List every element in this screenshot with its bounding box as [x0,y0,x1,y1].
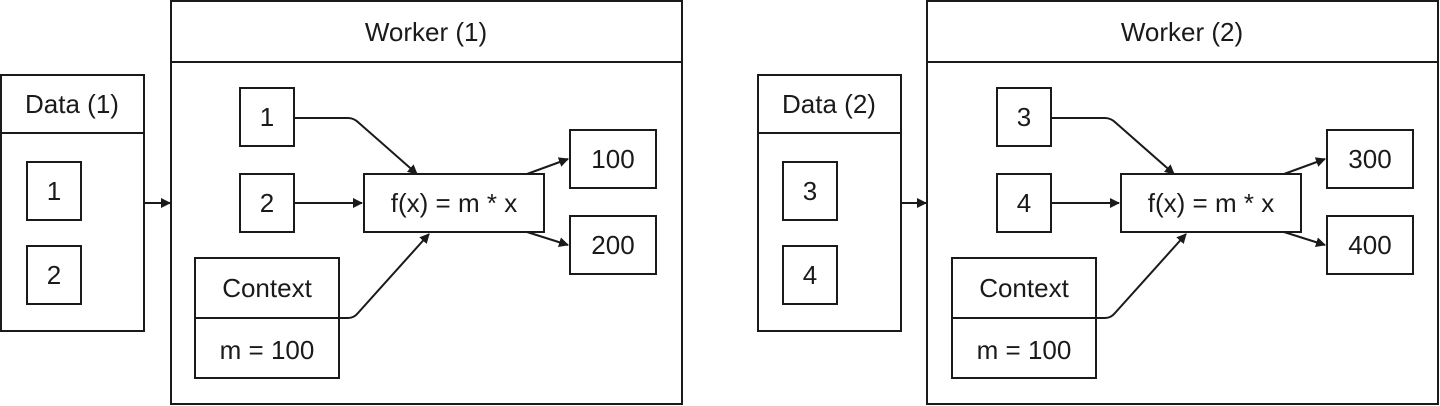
output-item: 300 [1326,129,1414,189]
input-to-function-arrow [1051,117,1175,175]
data-item: 3 [782,161,838,221]
output-item-label: 400 [1348,230,1391,260]
output-item-label: 200 [591,230,634,260]
worker-panel-2: Worker (2) 3 4 f(x) = m * x Context m = … [926,0,1439,405]
context-title: Context [979,273,1069,303]
context-box: Context m = 100 [194,257,340,379]
group-1: Data (1) 1 2 Worker (1) 1 2 [0,0,683,405]
output-item: 400 [1326,215,1414,275]
function-to-output-arrow [526,231,569,248]
context-box: Context m = 100 [951,257,1097,379]
worker-panel-1: Worker (1) 1 2 f(x) = m * x Context m = … [170,0,683,405]
data-panel-1: Data (1) 1 2 [0,74,145,332]
function-label: f(x) = m * x [1148,188,1274,218]
input-item-label: 3 [1017,102,1031,132]
output-item-label: 300 [1348,144,1391,174]
worker-panel-title: Worker (1) [365,17,487,47]
input-item-label: 2 [260,188,274,218]
context-value: m = 100 [220,335,315,365]
function-to-output-arrow [1283,231,1326,248]
function-to-output-arrow [1283,157,1326,175]
function-to-output-arrow [526,157,569,175]
input-item: 2 [239,173,295,233]
data-item: 1 [26,161,82,221]
data-item-label: 3 [803,176,817,206]
input-item: 3 [996,87,1052,147]
function-box: f(x) = m * x [1120,173,1302,233]
data-panel-title: Data (1) [25,89,119,119]
output-item: 100 [569,129,657,189]
context-to-function-arrow [339,233,430,319]
data-item-label: 4 [803,260,817,290]
context-to-function-arrow [1096,233,1187,319]
data-panel-2: Data (2) 3 4 [757,74,902,332]
data-item-label: 1 [47,176,61,206]
data-item-label: 2 [47,260,61,290]
group-2: Data (2) 3 4 Worker (2) 3 4 [757,0,1439,405]
worker-panel-title: Worker (2) [1121,17,1243,47]
input-item-label: 1 [260,102,274,132]
output-item: 200 [569,215,657,275]
function-box: f(x) = m * x [363,173,545,233]
context-title: Context [222,273,312,303]
output-item-label: 100 [591,144,634,174]
input-item: 4 [996,173,1052,233]
input-item: 1 [239,87,295,147]
data-panel-title: Data (2) [782,89,876,119]
context-value: m = 100 [977,335,1072,365]
input-item-label: 4 [1017,188,1031,218]
function-label: f(x) = m * x [391,188,517,218]
input-to-function-arrow [294,117,418,175]
data-item: 2 [26,245,82,305]
data-item: 4 [782,245,838,305]
